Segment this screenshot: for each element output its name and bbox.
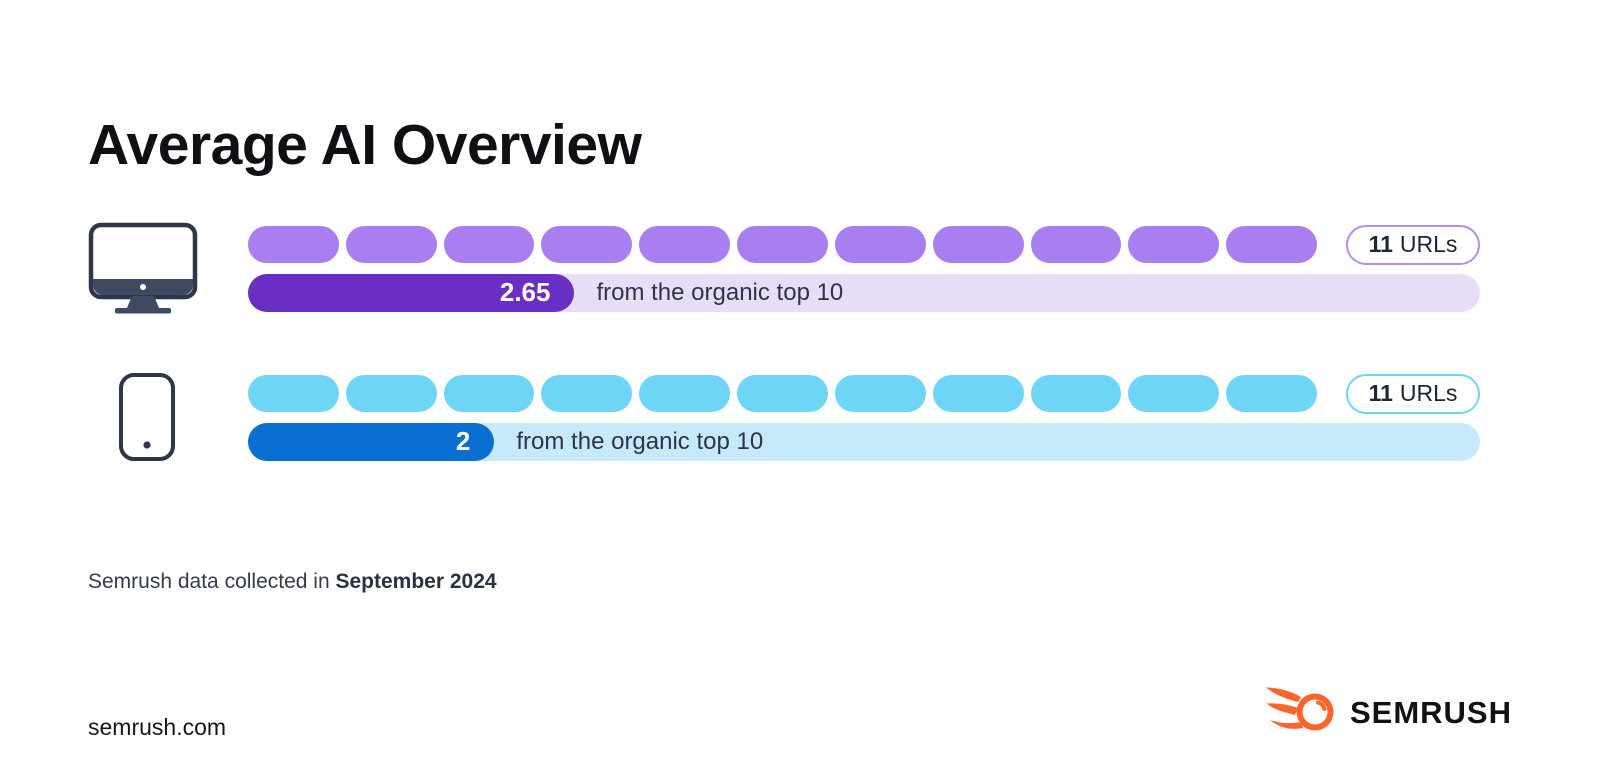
mobile-urls-count-badge: 11 URLs [1346, 373, 1480, 414]
url-pill [248, 375, 339, 412]
desktop-urls-count-badge: 11 URLs [1346, 224, 1480, 265]
url-pill [932, 226, 1024, 263]
mobile-url-pills [248, 375, 1317, 412]
url-pill [834, 375, 926, 412]
mobile-pills-line: 11 URLs [248, 373, 1480, 414]
url-pill [639, 226, 731, 263]
url-pill [639, 375, 731, 412]
desktop-row: 11 URLs 2.65 from the organic top 10 [88, 222, 1480, 314]
badge-count: 11 [1368, 380, 1393, 406]
url-pill [737, 226, 828, 263]
semrush-logo-icon [1265, 687, 1334, 731]
url-pill [1226, 375, 1317, 412]
url-pill [1030, 375, 1122, 412]
url-pill [541, 375, 633, 412]
url-pill [932, 375, 1024, 412]
url-pill [1030, 226, 1122, 263]
semrush-url: semrush.com [88, 714, 227, 740]
page-title: Average AI Overview [88, 113, 642, 178]
mobile-icon-column [88, 372, 248, 462]
data-source-note: Semrush data collected in September 2024 [88, 570, 497, 594]
mobile-track: 2 from the organic top 10 [248, 422, 1480, 461]
mobile-track-label: from the organic top 10 [516, 427, 764, 455]
desktop-value-bar: 2.65 [248, 273, 575, 312]
mobile-bars: 11 URLs 2 from the organic top 10 [248, 373, 1480, 461]
badge-count: 11 [1368, 231, 1393, 257]
footnote-prefix: Semrush data collected in [88, 570, 330, 593]
mobile-phone-icon [119, 373, 175, 461]
url-pill [443, 226, 535, 263]
url-pill [834, 226, 926, 263]
mobile-value-bar: 2 [248, 422, 495, 461]
url-pill [345, 226, 437, 263]
url-pill [248, 226, 339, 263]
url-pill [1226, 226, 1317, 263]
url-pill [1128, 375, 1220, 412]
mobile-value-label: 2 [455, 426, 471, 456]
desktop-pills-line: 11 URLs [248, 224, 1480, 265]
footnote-date: September 2024 [335, 570, 497, 593]
badge-unit: URLs [1399, 380, 1458, 406]
url-pill [541, 226, 633, 263]
mobile-row: 11 URLs 2 from the organic top 10 [88, 372, 1480, 462]
desktop-track: 2.65 from the organic top 10 [248, 273, 1480, 312]
url-pill [1128, 226, 1220, 263]
desktop-bars: 11 URLs 2.65 from the organic top 10 [248, 224, 1480, 312]
desktop-monitor-icon [88, 222, 198, 314]
url-pill [737, 375, 828, 412]
desktop-icon-column [88, 222, 248, 314]
badge-unit: URLs [1399, 231, 1458, 257]
semrush-logotype: SEMRUSH [1349, 695, 1512, 730]
desktop-track-label: from the organic top 10 [596, 278, 844, 306]
desktop-value-label: 2.65 [499, 277, 551, 307]
semrush-logo: SEMRUSH [1265, 686, 1512, 740]
url-pill [345, 375, 437, 412]
url-pill [443, 375, 535, 412]
desktop-url-pills [248, 226, 1317, 263]
